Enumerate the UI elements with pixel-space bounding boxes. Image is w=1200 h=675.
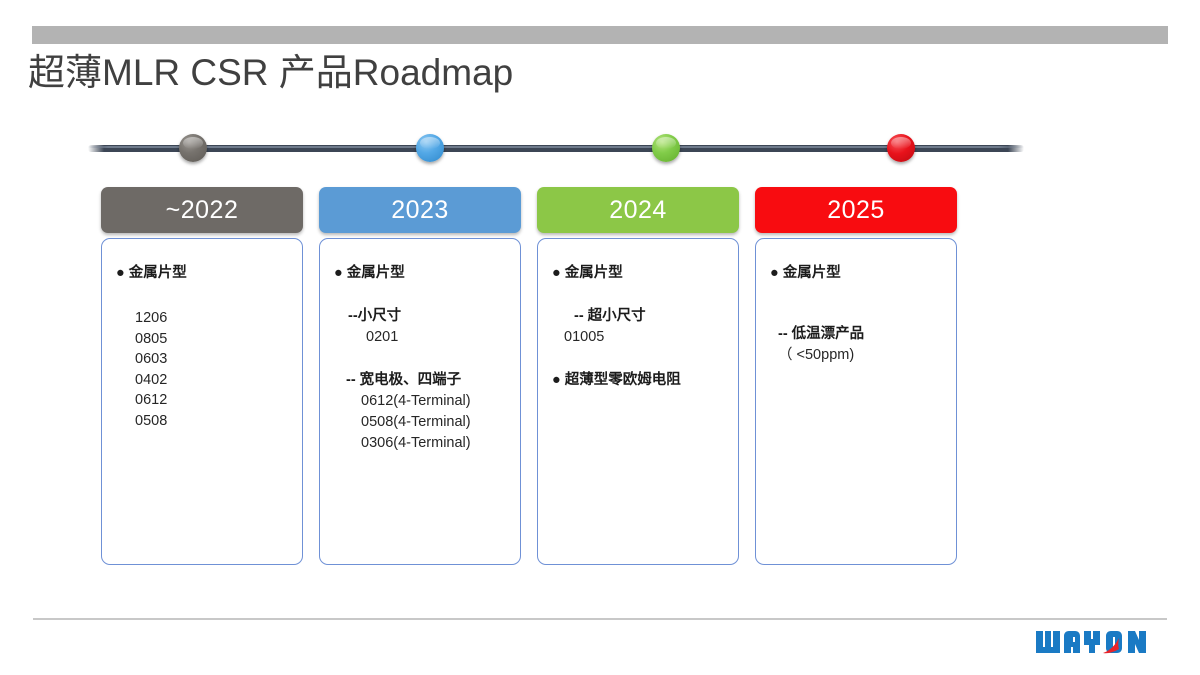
column-body-2023: ● 金属片型 --小尺寸 0201 -- 宽电极、四端子 0612(4-Term… — [319, 238, 521, 565]
size-list-2022: 1206 0805 0603 0402 0612 0508 — [102, 308, 302, 431]
column-body-2024: ● 金属片型 -- 超小尺寸 01005 ● 超薄型零欧姆电阻 — [537, 238, 739, 565]
column-header-2022[interactable]: ~2022 — [101, 187, 303, 233]
group-small-size-2023: --小尺寸 0201 — [320, 306, 520, 348]
group-heading: --小尺寸 — [348, 308, 402, 324]
list-item: 0603 — [135, 351, 168, 367]
milestone-gloss — [419, 137, 440, 149]
list-item: 1206 — [135, 310, 168, 326]
list-item: 0805 — [135, 330, 168, 347]
group-heading: -- 宽电极、四端子 — [346, 372, 462, 388]
milestone-gloss — [891, 137, 912, 149]
milestone-gloss — [656, 137, 677, 149]
timeline-milestone-dot-2023[interactable] — [415, 134, 444, 162]
list-item: 0402 — [135, 371, 168, 388]
group-ultra-small-size-2024: -- 超小尺寸 01005 — [538, 306, 738, 348]
list-item: 0508 — [135, 412, 168, 429]
list-item: 01005 — [564, 329, 605, 345]
milestone-gloss — [182, 137, 203, 149]
bullet-ultra-thin-zero-ohm-resistor: ● 超薄型零欧姆电阻 — [552, 372, 681, 388]
list-item: 0612(4-Terminal) — [361, 393, 471, 409]
top-accent-bar — [32, 26, 1168, 44]
list-item: 0612 — [135, 392, 168, 408]
roadmap-column-2023: 2023 ● 金属片型 --小尺寸 0201 -- 宽电极、四端子 0612(4… — [319, 187, 521, 565]
column-body-2025: ● 金属片型 -- 低温漂产品 （ <50ppm) — [755, 238, 957, 565]
bullet-metal-chip-type: ● 金属片型 — [116, 265, 187, 281]
bullet-metal-chip-type: ● 金属片型 — [552, 265, 623, 281]
list-item: （ <50ppm) — [778, 347, 855, 363]
column-header-2025[interactable]: 2025 — [755, 187, 957, 233]
group-low-tcr-2025: -- 低温漂产品 （ <50ppm) — [756, 324, 956, 366]
group-heading: -- 低温漂产品 — [778, 326, 865, 342]
wayon-logo-mark — [1036, 631, 1146, 654]
column-header-2024[interactable]: 2024 — [537, 187, 739, 233]
bullet-metal-chip-type: ● 金属片型 — [770, 265, 841, 281]
column-header-2023[interactable]: 2023 — [319, 187, 521, 233]
footer-divider — [33, 618, 1167, 620]
roadmap-column-2022: ~2022 ● 金属片型 1206 0805 0603 0402 0612 05… — [101, 187, 303, 565]
page-title: 超薄MLR CSR 产品Roadmap — [28, 52, 514, 93]
timeline-milestone-dot-2022[interactable] — [178, 134, 207, 162]
roadmap-timeline — [88, 128, 1024, 170]
timeline-milestone-dot-2025[interactable] — [887, 134, 916, 162]
timeline-rail — [88, 145, 1024, 152]
timeline-milestone-dot-2024[interactable] — [652, 134, 681, 162]
column-body-2022: ● 金属片型 1206 0805 0603 0402 0612 0508 — [101, 238, 303, 565]
bullet-metal-chip-type: ● 金属片型 — [334, 265, 405, 281]
group-wide-electrode-four-terminal-2023: -- 宽电极、四端子 0612(4-Terminal) 0508(4-Termi… — [320, 370, 520, 454]
group-ultra-thin-zero-ohm-2024: ● 超薄型零欧姆电阻 — [538, 368, 738, 389]
group-heading: -- 超小尺寸 — [574, 308, 646, 324]
roadmap-column-2025: 2025 ● 金属片型 -- 低温漂产品 （ <50ppm) — [755, 187, 957, 565]
list-item: 0306(4-Terminal) — [361, 435, 471, 451]
roadmap-column-2024: 2024 ● 金属片型 -- 超小尺寸 01005 ● 超薄型零欧姆电阻 — [537, 187, 739, 565]
wayon-logo — [1036, 628, 1168, 658]
list-item: 0201 — [366, 329, 399, 345]
roadmap-columns: ~2022 ● 金属片型 1206 0805 0603 0402 0612 05… — [101, 187, 1017, 565]
list-item: 0508(4-Terminal) — [361, 414, 471, 430]
